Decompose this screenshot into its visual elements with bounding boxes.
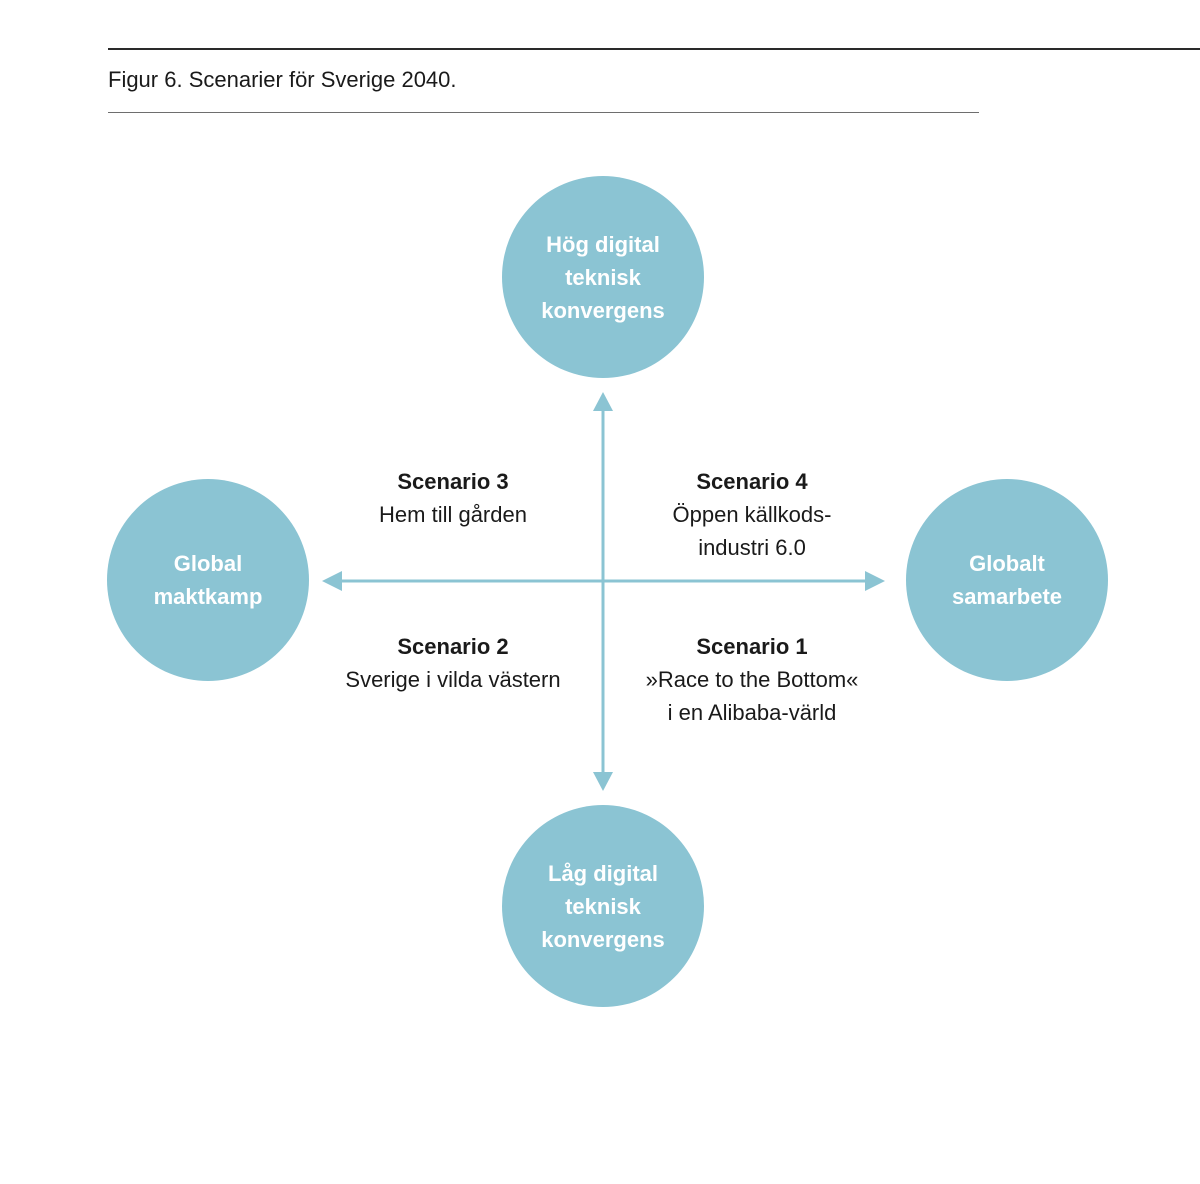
node-global-cooperation: Globalt samarbete xyxy=(906,479,1108,681)
caption-rule xyxy=(108,112,979,113)
scenario-3-label: Scenario 3 Hem till gården xyxy=(303,465,603,531)
node-high-digital-convergence: Hög digital teknisk konvergens xyxy=(502,176,704,378)
node-global-power-struggle: Global maktkamp xyxy=(107,479,309,681)
scenario-1-title: Scenario 1 xyxy=(696,634,808,659)
node-global-power-struggle-label: Global maktkamp xyxy=(153,551,263,609)
scenario-3-title: Scenario 3 xyxy=(397,469,509,494)
scenario-1-text-line-2: i en Alibaba-värld xyxy=(667,700,837,725)
scenario-4-label: Scenario 4 Öppen källkods- industri 6.0 xyxy=(602,465,902,564)
arrow-up-icon xyxy=(593,392,613,411)
node-global-cooperation-label: Globalt samarbete xyxy=(951,551,1063,609)
scenario-1-text-line-1: »Race to the Bottom« xyxy=(645,667,859,692)
scenario-4-text-line-2: industri 6.0 xyxy=(698,535,806,560)
scenario-2-text: Sverige i vilda västern xyxy=(345,667,561,692)
arrow-left-icon xyxy=(322,571,342,591)
figure-caption: Figur 6. Scenarier för Sverige 2040. xyxy=(108,67,457,92)
scenario-1-label: Scenario 1 »Race to the Bottom« i en Ali… xyxy=(602,630,902,729)
node-high-digital-convergence-label: Hög digital teknisk konvergens xyxy=(541,231,665,323)
scenario-4-title: Scenario 4 xyxy=(696,469,808,494)
scenario-2-label: Scenario 2 Sverige i vilda västern xyxy=(303,630,603,696)
arrow-right-icon xyxy=(865,571,885,591)
node-low-digital-convergence: Låg digital teknisk konvergens xyxy=(502,805,704,1007)
arrow-down-icon xyxy=(593,772,613,791)
scenario-3-text: Hem till gården xyxy=(379,502,527,527)
node-low-digital-convergence-label: Låg digital teknisk konvergens xyxy=(541,860,665,952)
scenario-2-title: Scenario 2 xyxy=(397,634,509,659)
top-rule xyxy=(108,48,1200,50)
scenario-4-text-line-1: Öppen källkods- xyxy=(672,502,832,527)
